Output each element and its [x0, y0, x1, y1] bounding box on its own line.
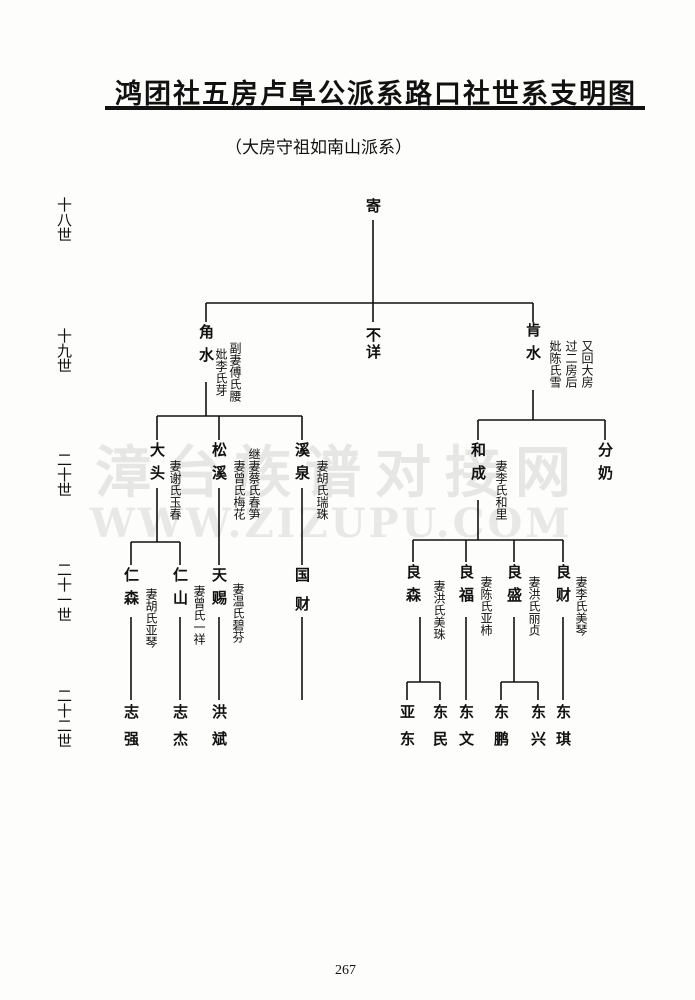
person-gen22-7: 东鹏: [492, 704, 510, 758]
person-gen20-1: 大头: [148, 442, 166, 488]
person-gen19-3: 肯水: [524, 322, 542, 368]
person-gen22-6: 东文: [457, 704, 475, 758]
page-title: 鸿团社五房卢阜公派系路口社世系支明图: [115, 79, 637, 110]
person-gen22-8: 东兴: [529, 704, 547, 758]
person-gen20-3: 溪泉: [293, 442, 311, 488]
person-gen22-9: 东琪: [554, 704, 572, 758]
person-gen21-2-note-1: 妻曾氏一祥: [192, 585, 206, 645]
person-gen22-4: 亚东: [398, 704, 416, 758]
person-gen21-7: 良盛: [505, 564, 523, 610]
person-gen21-5-note-1: 妻洪氏美珠: [432, 580, 446, 640]
person-gen19-3-note-1: 又回大房: [580, 340, 594, 388]
generation-label-19: 十九世: [55, 328, 73, 373]
person-gen20-2-note-2: 妻曾氏梅花: [232, 460, 246, 520]
generation-label-22: 二十二世: [55, 688, 73, 748]
generation-label-20: 二十世: [55, 452, 73, 497]
person-gen19-3-note-2: 过二房后: [564, 340, 578, 388]
title-underline: [105, 106, 645, 110]
person-gen21-2: 仁山: [171, 567, 189, 613]
person-gen20-5: 分奶: [596, 442, 614, 488]
person-gen21-1: 仁森: [122, 567, 140, 613]
person-gen21-8-note-1: 妻李氏美琴: [574, 576, 588, 636]
person-gen20-1-note-1: 妻谢氏玉春: [168, 460, 182, 520]
person-gen21-1-note-1: 妻胡氏亚琴: [144, 588, 158, 648]
person-gen20-4: 和成: [469, 442, 487, 488]
page-number: 267: [335, 963, 356, 978]
person-gen22-3: 洪斌: [210, 704, 228, 758]
person-gen22-2: 志杰: [171, 704, 189, 758]
watermark-text: 漳台族谱对接网: [95, 441, 585, 506]
person-gen21-5: 良森: [404, 564, 422, 610]
watermark-url: WWW.ZIZUPU.COM: [90, 500, 573, 547]
person-gen22-5: 东民: [431, 704, 449, 758]
person-gen21-3-note-1: 妻温氏碧芬: [231, 583, 245, 643]
person-gen20-2-note-1: 继妻蔡氏春笋: [247, 448, 261, 520]
person-gen22-1: 志强: [122, 704, 140, 758]
person-gen21-8: 良财: [554, 564, 572, 610]
person-gen21-3: 天赐: [210, 567, 228, 613]
person-gen21-7-note-1: 妻洪氏丽贞: [527, 576, 541, 636]
person-gen20-4-note-1: 妻李氏和里: [494, 460, 508, 520]
person-gen20-2: 松溪: [210, 442, 228, 488]
person-gen19-3-note-3: 妣陈氏雪: [548, 340, 562, 388]
generation-label-18: 十八世: [55, 197, 73, 242]
page-subtitle: （大房守祖如南山派系）: [225, 138, 412, 158]
person-gen21-6-note-1: 妻陈氏亚柿: [479, 576, 493, 636]
person-gen19-1: 角水: [197, 324, 215, 370]
generation-label-21: 二十一世: [55, 562, 73, 622]
person-gen20-3-note-1: 妻胡氏瑞珠: [315, 460, 329, 520]
person-gen19-1-note-2: 妣李氏芽: [214, 348, 228, 396]
person-gen18: 寄: [364, 198, 382, 219]
person-gen19-2: 不详: [364, 327, 382, 361]
person-gen19-1-note-1: 副妻傅氏腰: [228, 342, 242, 402]
person-gen21-6: 良福: [457, 564, 475, 610]
person-gen21-4: 国财: [293, 567, 311, 625]
